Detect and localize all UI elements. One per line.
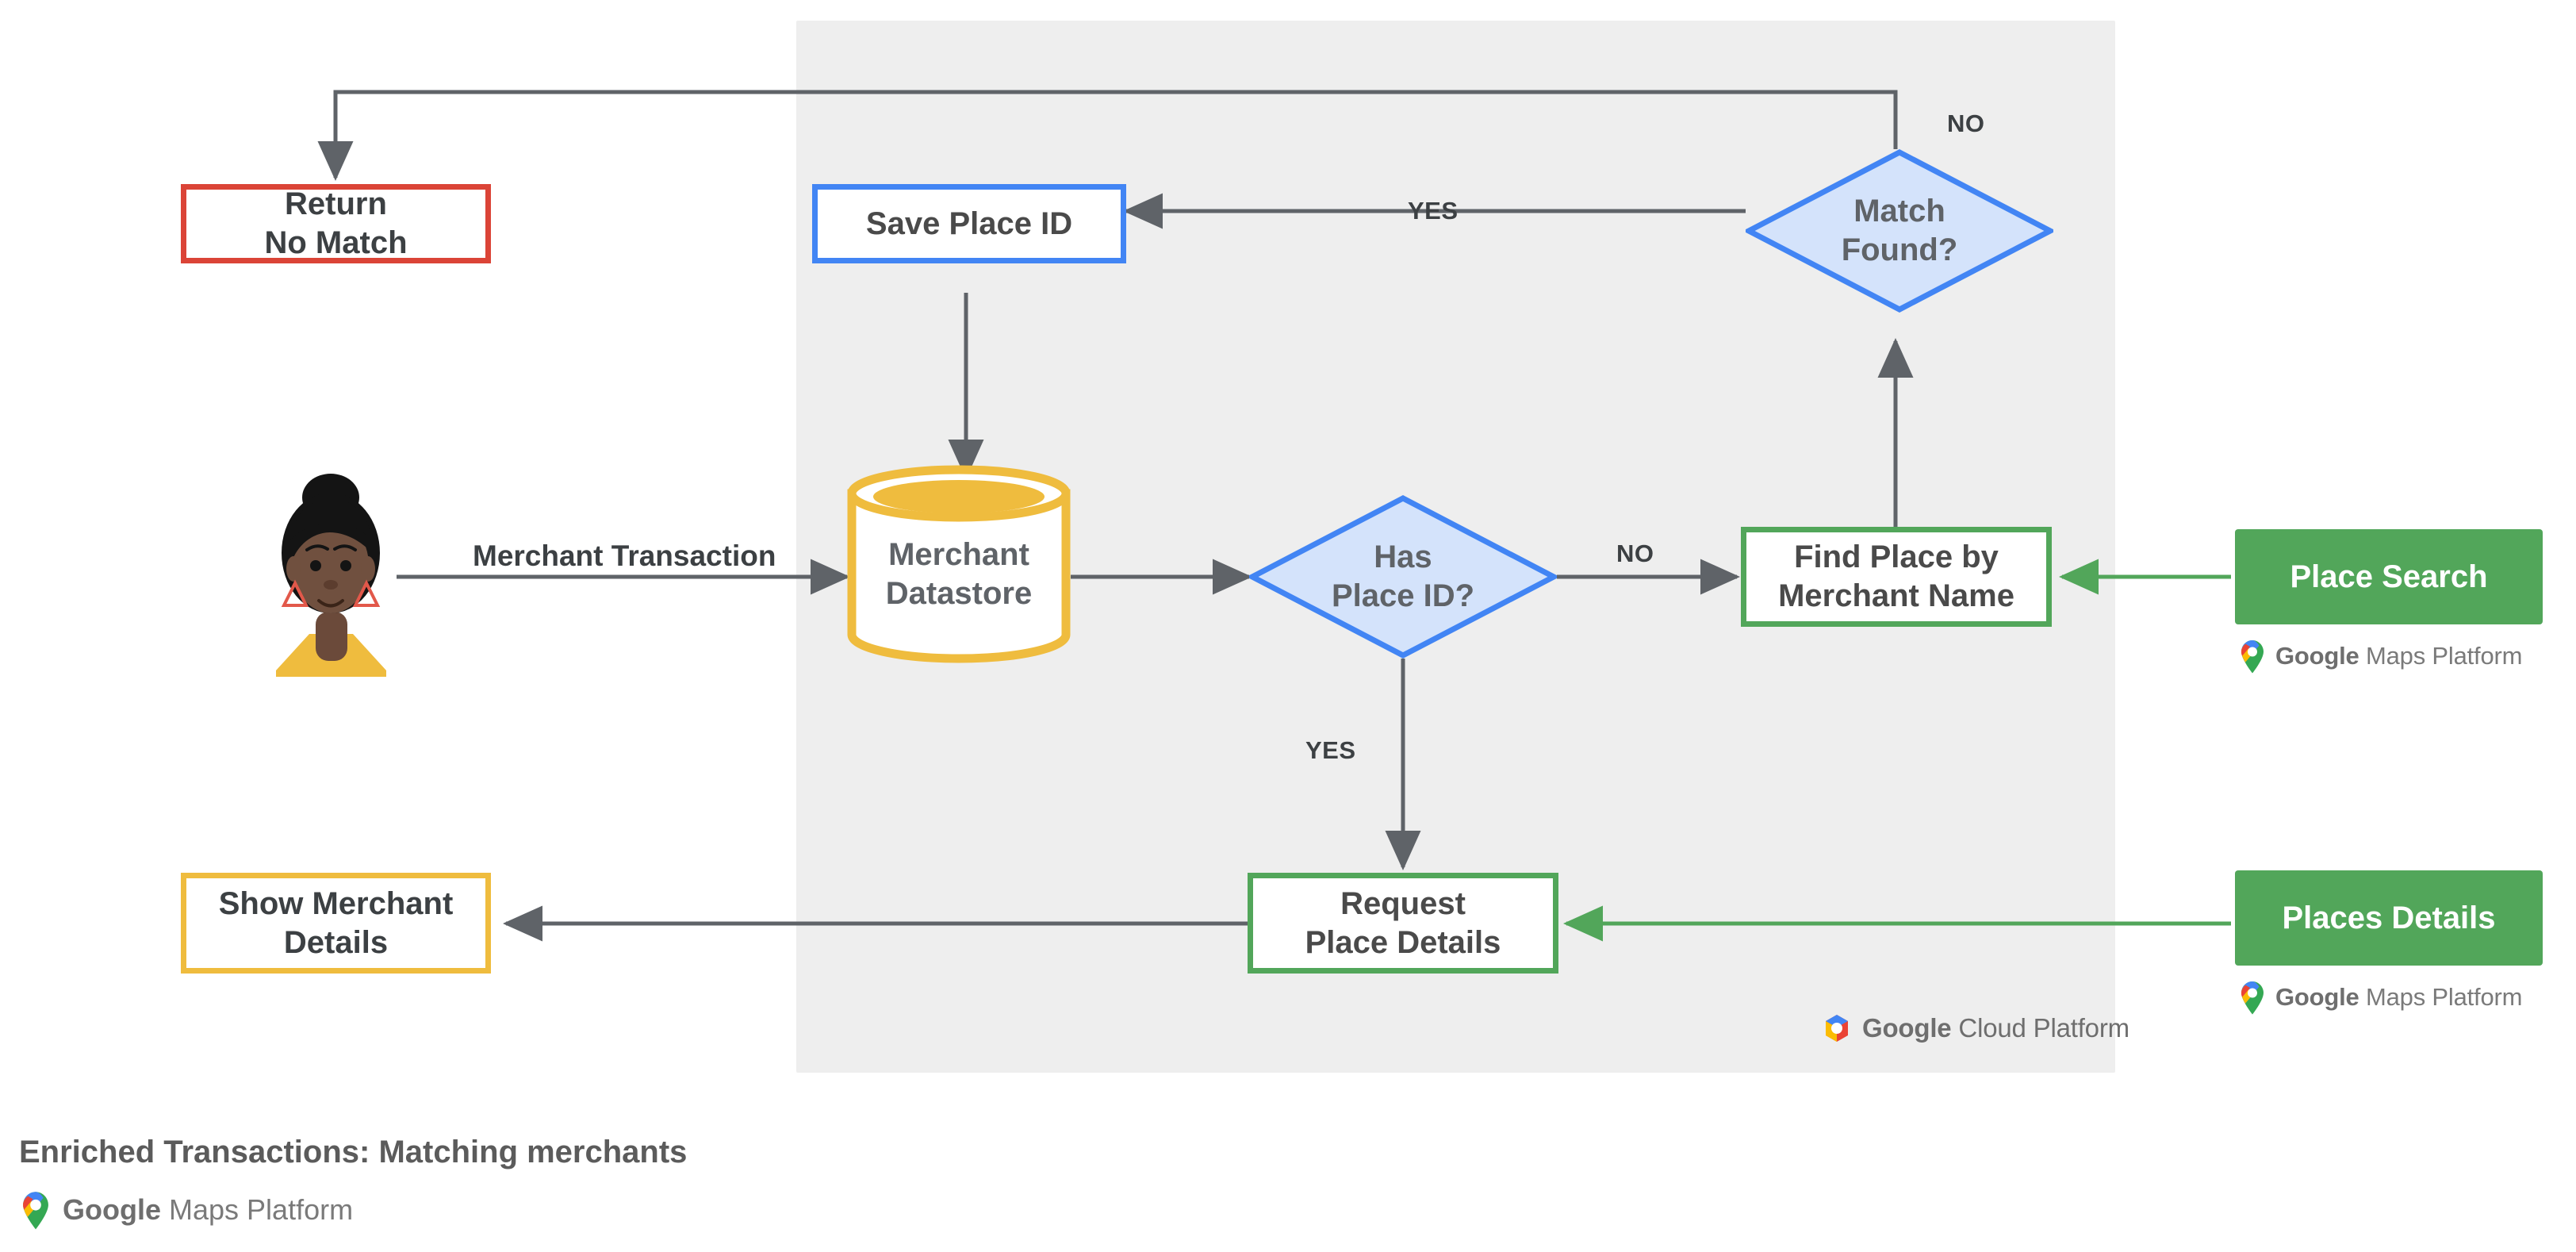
node-label: Find Place by Merchant Name [1778,540,2014,613]
logo-brand: Google [63,1193,161,1226]
google-maps-platform-logo-caption: Google Maps Platform [19,1190,353,1230]
node-label: Save Place ID [865,205,1073,241]
avatar-illustration [276,474,386,677]
node-places-details-api[interactable]: Places Details [2235,870,2543,966]
node-show-merchant-details[interactable]: Show Merchant Details [181,873,491,974]
node-find-place-by-merchant-name[interactable]: Find Place by Merchant Name [1741,527,2052,627]
node-request-place-details[interactable]: Request Place Details [1248,873,1558,974]
google-maps-pin-icon [2241,981,2264,1015]
node-label: Match Found? [1841,194,1958,267]
node-match-found[interactable]: Match Found? [1746,149,2053,313]
google-maps-platform-logo-text: Google Maps Platform [63,1193,353,1227]
google-maps-pin-icon [23,1192,48,1230]
node-label: Merchant Datastore [885,537,1033,611]
edge-label-has-place-id-yes: YES [1305,736,1356,764]
logo-product: Cloud Platform [1951,1013,2129,1043]
google-cloud-hexagon-icon [1826,1015,1848,1042]
node-has-place-id[interactable]: Has Place ID? [1249,495,1557,659]
logo-brand: Google [1862,1013,1952,1043]
node-label: Return No Match [264,186,408,260]
logo-brand: Google [2275,983,2359,1011]
edge-label-has-place-id-no: NO [1616,540,1654,567]
google-maps-platform-logo-text: Google Maps Platform [2275,983,2522,1012]
node-label: Request Place Details [1305,885,1501,960]
google-maps-platform-logo-text: Google Maps Platform [2275,642,2522,670]
node-save-place-id[interactable]: Save Place ID [812,184,1126,263]
node-merchant-datastore[interactable]: Merchant Datastore [847,465,1071,663]
edge-label-merchant-transaction: Merchant Transaction [473,540,776,572]
node-place-search-api[interactable]: Place Search [2235,529,2543,624]
google-maps-platform-logo-places-details: Google Maps Platform [2238,980,2522,1015]
google-cloud-platform-logo: Google Cloud Platform [1821,1012,2129,1044]
google-maps-pin-icon [2241,640,2264,674]
node-return-no-match[interactable]: Return No Match [181,184,491,263]
google-cloud-platform-logo-text: Google Cloud Platform [1862,1013,2129,1043]
edge-label-match-found-yes: YES [1408,197,1459,225]
google-maps-platform-logo-place-search: Google Maps Platform [2238,639,2522,674]
logo-brand: Google [2275,642,2359,670]
logo-product: Maps Platform [161,1193,354,1226]
node-label: Places Details [2282,900,2496,935]
node-label: Show Merchant Details [218,885,454,960]
decision-shape [1249,495,1557,659]
node-label: Place Search [2290,559,2488,594]
logo-product: Maps Platform [2359,983,2523,1011]
merchant-customer-avatar [262,464,401,682]
edge-label-match-found-no: NO [1947,109,1985,137]
logo-product: Maps Platform [2359,642,2523,670]
decision-shape [1746,149,2053,313]
node-label: Has Place ID? [1331,540,1475,613]
datastore-shape [847,465,1071,663]
diagram-caption: Enriched Transactions: Matching merchant… [19,1135,688,1169]
